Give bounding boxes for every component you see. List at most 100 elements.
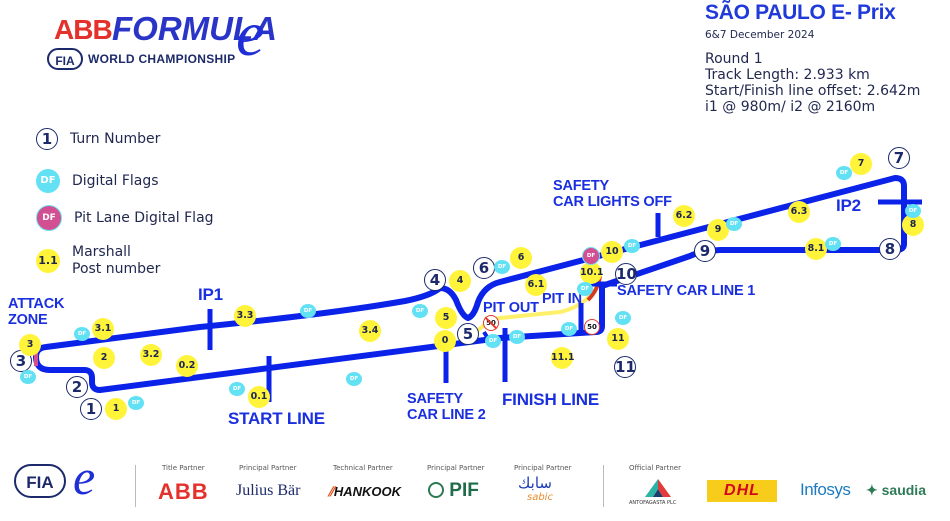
legend-label: Marshall Post number (72, 244, 160, 278)
world-championship-text: WORLD CHAMPIONSHIP (88, 52, 236, 66)
turn-2: 2 (66, 376, 88, 398)
partner-caption: Title Partner (162, 464, 205, 472)
marshall-post: 10.1 (580, 262, 603, 284)
marshall-post: 3.3 (234, 305, 256, 327)
digital-flag: DF (726, 217, 742, 231)
turn-7: 7 (888, 147, 910, 169)
sabic-partner-logo: سابك (518, 474, 552, 492)
infosys-partner-logo: Infosys (800, 480, 851, 499)
pit-lane (472, 294, 592, 336)
pif-emblem-icon (428, 482, 444, 498)
partner-caption: Principal Partner (514, 464, 572, 472)
partner-caption: Technical Partner (333, 464, 393, 472)
marshall-post: 10 (601, 241, 623, 263)
digital-flag: DF (74, 327, 90, 341)
pif-partner-logo: PIF (428, 480, 479, 502)
partner-name: HANKOOK (333, 484, 401, 499)
marshall-post: 6.2 (673, 205, 695, 227)
event-intervals: i1 @ 980m/ i2 @ 2160m (705, 99, 876, 115)
partner-caption: Principal Partner (239, 464, 297, 472)
legend-turn-number: 1 Turn Number (36, 128, 160, 150)
marshall-post: 3.4 (359, 320, 381, 342)
marshall-post: 5 (435, 307, 457, 329)
digital-flag: DF (300, 304, 316, 318)
footer-divider (603, 465, 604, 507)
formula-e-logo-icon: e (73, 449, 96, 505)
digital-flag: DF (561, 322, 577, 336)
safety-car-line-2-label: SAFETY CAR LINE 2 (407, 391, 486, 423)
label-line: CAR LINE 2 (407, 407, 486, 423)
partner-footer: FIA e Title Partner ABB Principal Partne… (0, 452, 950, 521)
marshall-post: 6.1 (525, 274, 547, 296)
safety-car-line-1-label: SAFETY CAR LINE 1 (617, 283, 756, 299)
turn-1: 1 (80, 398, 102, 420)
pit-out-label: PIT OUT (483, 300, 539, 316)
turn-9: 9 (694, 240, 716, 262)
digital-flag: DF (836, 166, 852, 180)
speed-limit-end-sign-icon: 50 (483, 315, 499, 331)
sabic-latin-text: sabic (527, 492, 553, 503)
saudia-emblem-icon: ✦ (866, 482, 878, 498)
event-line-offset: Start/Finish line offset: 2.642m (705, 83, 921, 99)
marshall-post: 6.3 (788, 201, 810, 223)
marshall-post: 6 (510, 247, 532, 269)
saudia-partner-logo: ✦ saudia (866, 482, 926, 499)
finish-line-label: FINISH LINE (502, 390, 599, 409)
antofagasta-mark-icon (645, 479, 671, 501)
event-dates: 6&7 December 2024 (705, 29, 815, 41)
label-line: CAR LIGHTS OFF (553, 194, 672, 210)
label-line: SAFETY (407, 391, 463, 407)
julius-baer-partner-logo: Julius Bär (236, 482, 301, 499)
legend-marshall-post: 1.1 Marshall Post number (36, 244, 160, 278)
digital-flag: DF (485, 334, 501, 348)
turn-5: 5 (457, 323, 479, 345)
marshall-post: 4 (449, 270, 471, 292)
digital-flag: DF (229, 382, 245, 396)
formula-e-glyph-icon: e (236, 0, 265, 69)
marshall-post: 11 (607, 328, 629, 350)
marshall-post: 0.1 (248, 386, 270, 408)
turn-10: 10 (615, 263, 637, 285)
legend-label-line: Marshall (72, 244, 131, 260)
legend-label-line: Post number (72, 261, 161, 277)
attack-zone-label: ATTACK ZONE (8, 296, 64, 328)
partner-name: PIF (449, 480, 479, 501)
fia-logo-icon: FIA (14, 464, 66, 498)
formula-e-logo: ABB FORMULA e FIA WORLD CHAMPIONSHIP (40, 2, 290, 70)
turn-8: 8 (879, 238, 901, 260)
partner-caption: Official Partner (629, 464, 681, 472)
start-line-label: START LINE (228, 409, 325, 428)
marshall-post: 9 (707, 219, 729, 241)
legend-digital-flags: DF Digital Flags (36, 169, 159, 193)
abb-partner-logo: ABB (158, 479, 209, 504)
marshall-post: 7 (850, 153, 872, 175)
digital-flag: DF (624, 239, 640, 253)
formula-logo-text: FORMULA (112, 10, 277, 47)
event-round: Round 1 (705, 51, 763, 67)
marshall-post: 8 (902, 214, 924, 236)
label-line: ATTACK (8, 296, 65, 312)
marshall-post: 1 (105, 398, 127, 420)
pit-lane-digital-flag: DF (582, 247, 600, 265)
event-title: SÃO PAULO E- Prix (705, 1, 896, 24)
partner-caption: Principal Partner (427, 464, 485, 472)
footer-divider (135, 465, 136, 507)
digital-flag-icon: DF (36, 169, 60, 193)
ip1-label: IP1 (198, 285, 223, 304)
marshall-post: 3.2 (140, 344, 162, 366)
marshall-post-icon: 1.1 (36, 249, 60, 273)
digital-flag: DF (905, 204, 921, 218)
antofagasta-partner-logo: ANTOFAGASTA PLC (629, 500, 677, 506)
turn-6: 6 (473, 257, 495, 279)
marshall-post: 2 (93, 347, 115, 369)
digital-flag: DF (20, 370, 36, 384)
digital-flag: DF (509, 330, 525, 344)
marshall-post: 0 (434, 330, 456, 352)
partner-name: saudia (881, 482, 926, 498)
label-line: SAFETY (553, 178, 609, 194)
turn-11: 11 (614, 356, 636, 378)
dhl-partner-logo: DHL (707, 480, 777, 502)
event-info: SÃO PAULO E- Prix 6&7 December 2024 Roun… (705, 0, 950, 115)
marshall-post: 0.2 (176, 355, 198, 377)
marshall-post: 3 (19, 334, 41, 356)
